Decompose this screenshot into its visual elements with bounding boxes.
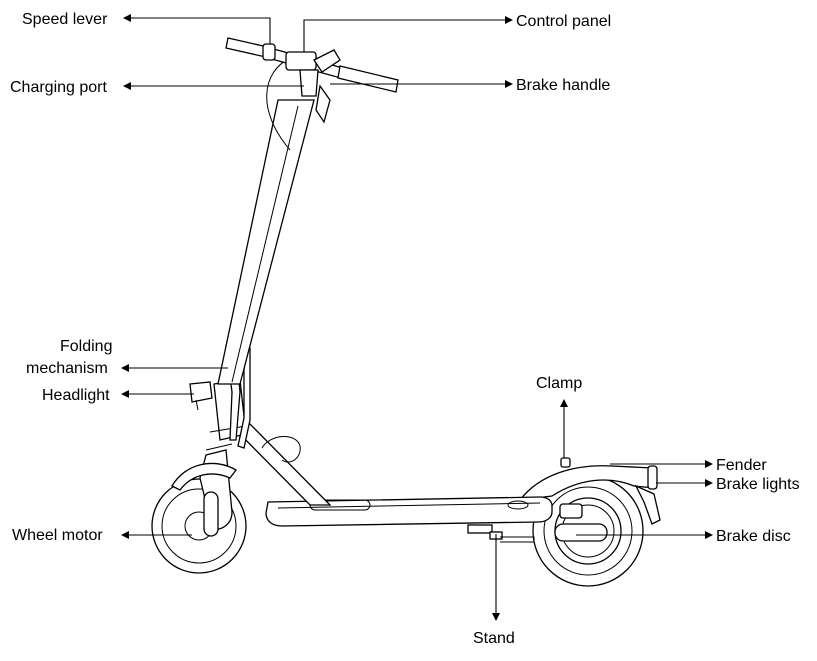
label-brake-handle: Brake handle <box>516 77 610 94</box>
label-headlight: Headlight <box>42 387 110 404</box>
clamp-part <box>560 457 571 468</box>
rear-mudflap <box>634 484 661 525</box>
label-stand: Stand <box>473 630 515 647</box>
label-folding-mechanism-line1: Folding <box>60 338 112 355</box>
label-wheel-motor: Wheel motor <box>12 527 103 544</box>
label-brake-disc: Brake disc <box>716 528 791 545</box>
label-control-panel: Control panel <box>516 13 611 30</box>
label-speed-lever: Speed lever <box>22 11 108 28</box>
deck <box>265 496 553 527</box>
label-fender: Fender <box>716 457 767 474</box>
front-wheel <box>151 478 247 574</box>
kickstand <box>467 524 535 543</box>
front-fender <box>171 462 237 491</box>
brake-disc-illustration <box>554 497 622 565</box>
brake-light <box>647 465 658 490</box>
leader-lines <box>121 14 713 621</box>
stem <box>217 99 315 385</box>
label-brake-lights: Brake lights <box>716 476 800 493</box>
handlebar <box>225 37 399 124</box>
headlight-part <box>189 381 213 411</box>
part-labels: Speed lever Control panel Charging port … <box>10 11 800 647</box>
brake-cable <box>266 57 291 151</box>
label-folding-mechanism-line2: mechanism <box>26 360 108 377</box>
label-charging-port: Charging port <box>10 79 108 96</box>
scooter-illustration <box>151 37 661 587</box>
label-clamp: Clamp <box>536 375 582 392</box>
